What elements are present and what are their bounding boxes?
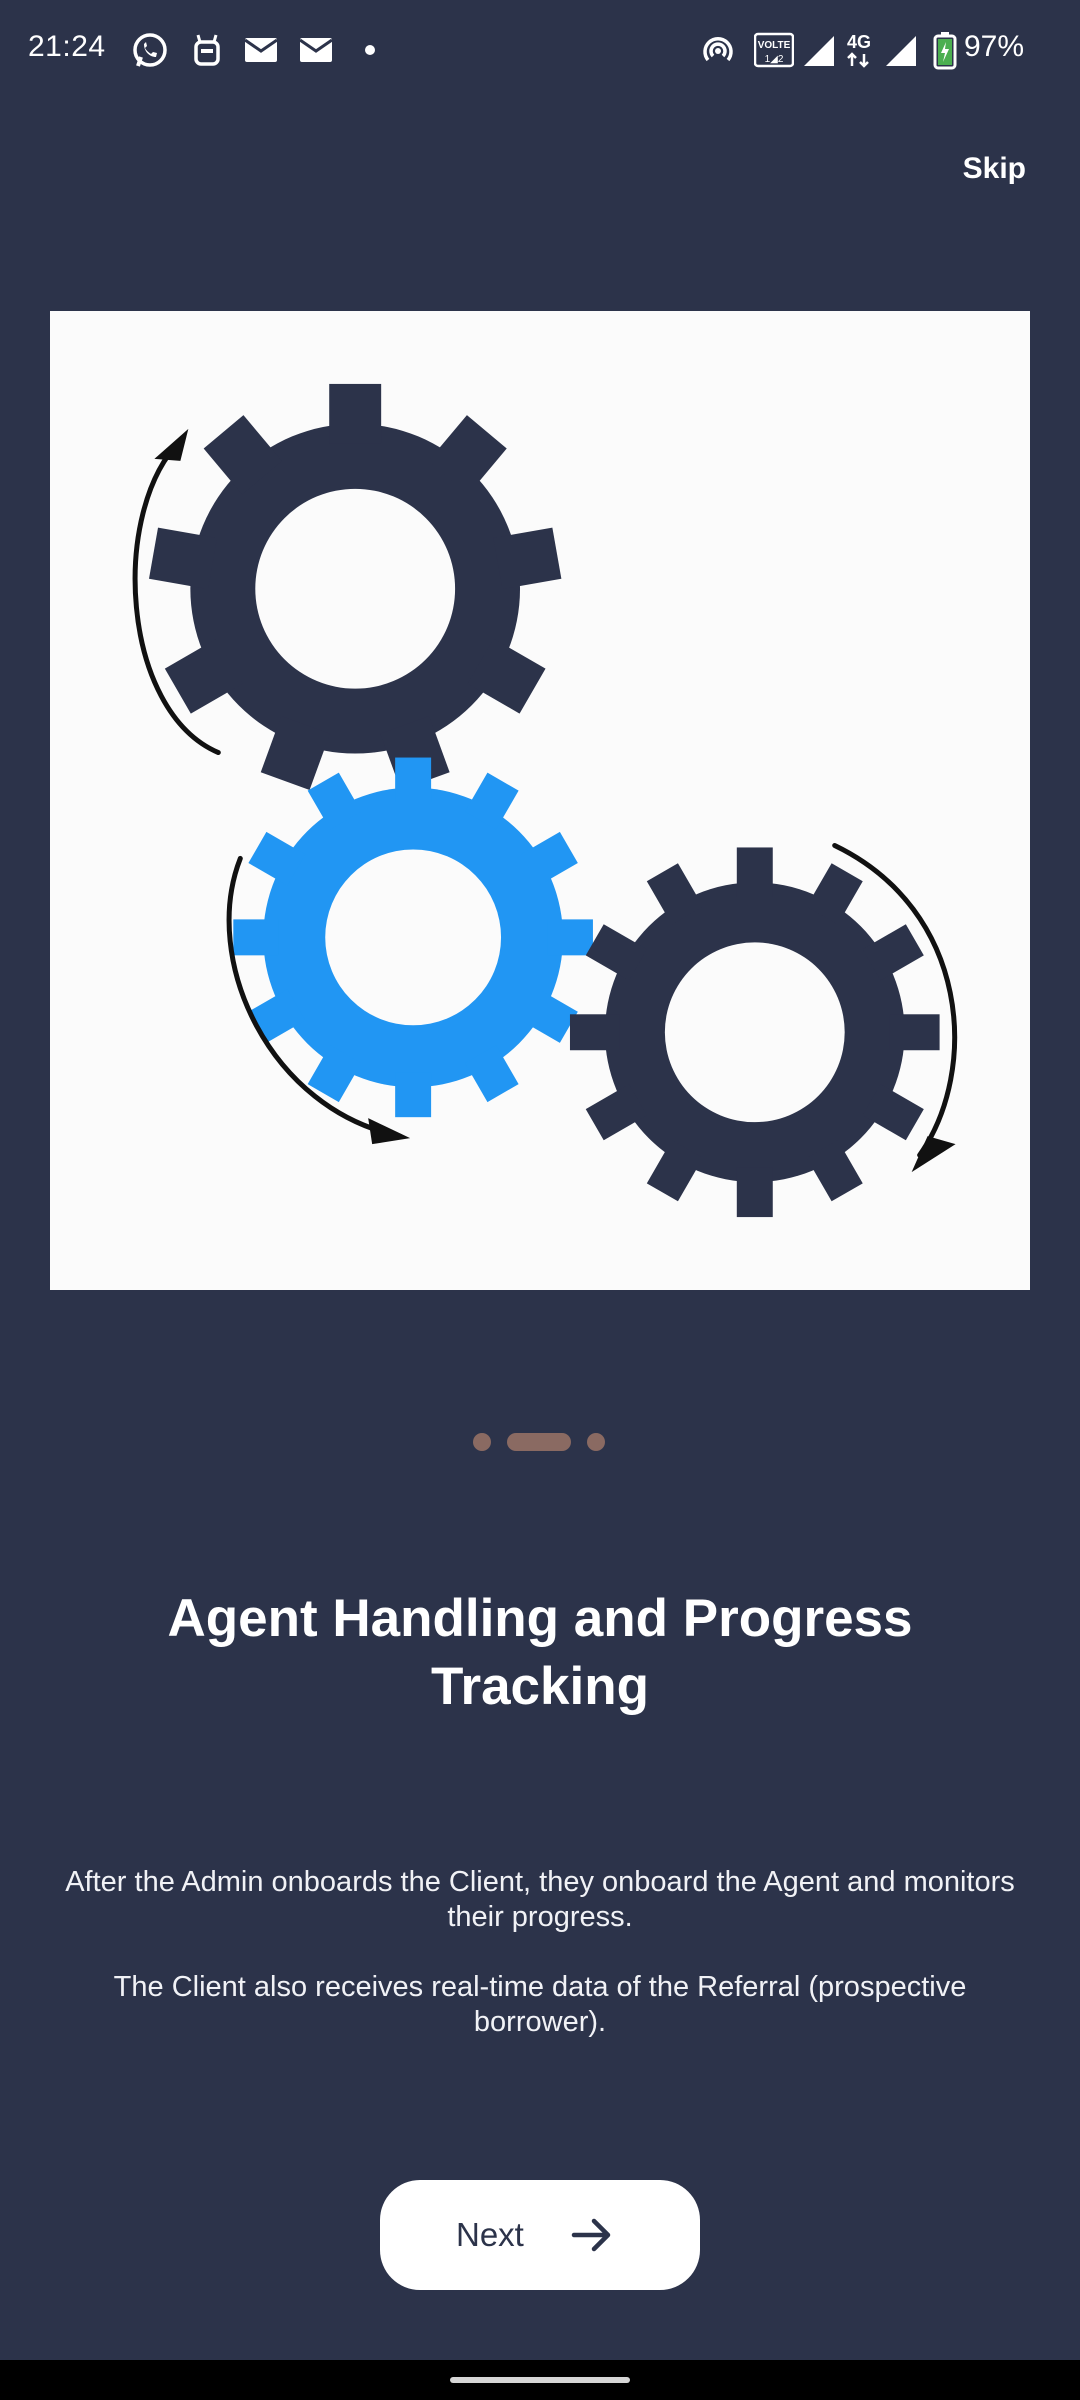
page-title: Agent Handling and Progress Tracking (167, 1589, 913, 1716)
volte-icon: VOLTE 1◢2 (754, 32, 794, 68)
next-button-label: Next (456, 2216, 524, 2253)
more-notifications-dot (365, 45, 375, 55)
gear-blue (233, 757, 593, 1118)
page-dot-active (507, 1433, 571, 1451)
gears-illustration (132, 383, 958, 1218)
skip-button[interactable]: Skip (962, 152, 1026, 185)
home-gesture-handle[interactable] (450, 2377, 630, 2383)
whatsapp-icon (133, 33, 167, 67)
description-paragraph: After the Admin onboards the Client, the… (65, 1866, 1015, 1933)
battery-percent: 97% (964, 30, 1025, 63)
rotation-arrows (132, 438, 958, 1158)
svg-text:VOLTE: VOLTE (758, 40, 791, 51)
arrow-right-icon (571, 2218, 611, 2252)
page-dot (473, 1433, 491, 1451)
mail-icon (299, 38, 333, 62)
gear-dark-right (569, 847, 940, 1218)
robot-app-icon (194, 34, 220, 66)
mail-icon (244, 38, 278, 62)
system-nav-bar (0, 2360, 1080, 2400)
description-paragraph: The Client also receives real-time data … (113, 1971, 967, 2038)
onboarding-illustration (50, 311, 1030, 1290)
signal-icon (886, 36, 916, 66)
page-indicator (0, 1430, 1080, 1454)
4g-icon: 4G (847, 32, 871, 68)
battery-charging-icon (933, 32, 957, 70)
svg-text:4G: 4G (847, 32, 871, 52)
svg-text:1◢2: 1◢2 (765, 54, 784, 65)
gear-dark-top (148, 383, 562, 791)
hotspot-icon (703, 36, 733, 62)
status-bar: 21:24 VOLTE (0, 0, 1080, 104)
next-button[interactable]: Next (380, 2180, 700, 2290)
page-dot (587, 1433, 605, 1451)
signal-icon (804, 36, 834, 66)
status-time: 21:24 (28, 30, 106, 63)
